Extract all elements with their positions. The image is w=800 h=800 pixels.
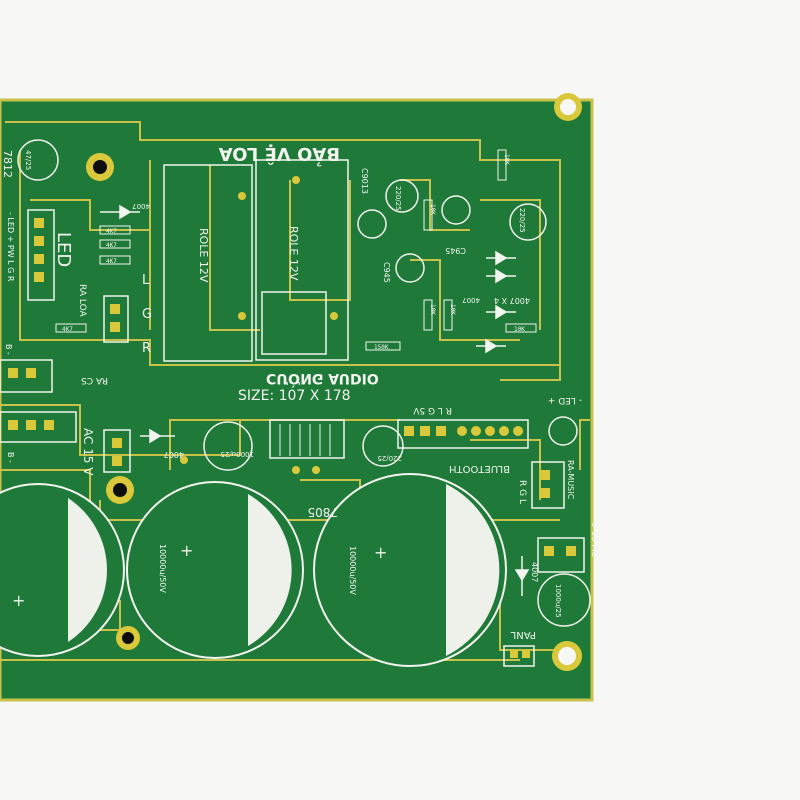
label-cap-1000-25-b: 1000u/25 xyxy=(554,584,562,618)
mounting-holes xyxy=(86,93,582,671)
label-150k: 150K xyxy=(374,344,389,351)
label-4007-c: 4007 xyxy=(530,562,539,582)
label-plus-3: + xyxy=(374,543,387,562)
label-cap-220-25-a: 220/25 xyxy=(394,186,402,211)
label-ra-loa: RA LOA xyxy=(77,284,87,318)
label-4k7-b: 4K7 xyxy=(106,242,117,249)
small-capacitors xyxy=(17,139,591,627)
capacitor-large-2 xyxy=(126,481,304,659)
label-10k-e: 10K xyxy=(514,326,525,333)
label-led-pw: - LED + PW L G R xyxy=(6,212,15,282)
label-cap-220-25-b: 220/25 xyxy=(518,208,526,233)
label-cap-big-2: 10000u/50V xyxy=(348,546,357,595)
capacitor-large-3 xyxy=(313,473,507,667)
label-led-big: LED xyxy=(53,232,74,267)
capacitor-large-1 xyxy=(0,483,125,657)
label-ac15v: AC 15 V xyxy=(81,428,95,476)
solder-pads xyxy=(8,176,576,658)
diodes xyxy=(100,204,530,596)
label-role-2: ROLE 12V xyxy=(287,226,300,281)
label-role-1: ROLE 12V xyxy=(197,228,210,283)
label-4007-a: 4007 xyxy=(164,450,184,459)
label-cap-big-1: 10000u/50V xyxy=(158,544,167,593)
label-10k-a: 10K xyxy=(429,204,436,215)
label-4k7-d: 4K7 xyxy=(62,326,73,333)
relay-outlines xyxy=(163,159,349,362)
heatsink xyxy=(279,424,331,456)
label-rlg5v: R L G 5V xyxy=(412,405,452,415)
label-cap-1000-25-a: 1000u/25 xyxy=(220,450,254,458)
label-plus-1: + xyxy=(12,591,25,610)
label-plus-2: + xyxy=(180,541,193,560)
label-cuong-audio: CƯỜNG AUDIO xyxy=(266,370,379,388)
label-7805: 7805 xyxy=(307,505,338,519)
connectors xyxy=(0,209,585,667)
label-size: SIZE: 107 X 178 xyxy=(238,388,351,404)
label-rgl-side: R G L xyxy=(517,480,527,504)
label-4007-b: 4007 xyxy=(132,202,150,210)
label-b-minus-1: B - xyxy=(4,344,13,355)
resistors xyxy=(55,149,537,351)
label-bao-ve-loa: BẢO VỆ LOA xyxy=(219,143,340,166)
label-g: G xyxy=(142,307,152,322)
label-l: L xyxy=(142,273,150,288)
label-r: R xyxy=(142,341,151,356)
label-4007x4: 4007 X 4 xyxy=(494,296,530,305)
label-4007-d: 4007 xyxy=(462,296,480,304)
label-c9013: C9013 xyxy=(360,168,369,194)
label-panl: PANL xyxy=(510,629,536,640)
label-ra-music: RA-MUSIC xyxy=(566,460,575,500)
label-ac15-right: 0 15 AC xyxy=(589,522,599,557)
label-led-right: - LED + xyxy=(548,395,582,405)
label-4k7-a: 4K7 xyxy=(106,228,117,235)
label-cap-220-25-c: 220/25 xyxy=(377,454,402,462)
label-b-minus-2: B - xyxy=(6,452,15,463)
label-10k-d: 10K xyxy=(503,154,510,165)
label-c945-a: C945 xyxy=(445,246,466,255)
label-c945-b: C945 xyxy=(382,262,391,283)
label-bluetooth: BLUETOOTH xyxy=(449,463,510,474)
label-10k-b: 10K xyxy=(429,304,436,315)
label-cap-47-25: 47/25 xyxy=(24,150,32,170)
label-4k7-c: 4K7 xyxy=(106,258,117,265)
board-edge xyxy=(0,98,594,702)
label-10k-c: 10K xyxy=(449,304,456,315)
label-7812: 7812 xyxy=(1,150,14,178)
label-ra-cs: RA CS xyxy=(81,375,108,385)
